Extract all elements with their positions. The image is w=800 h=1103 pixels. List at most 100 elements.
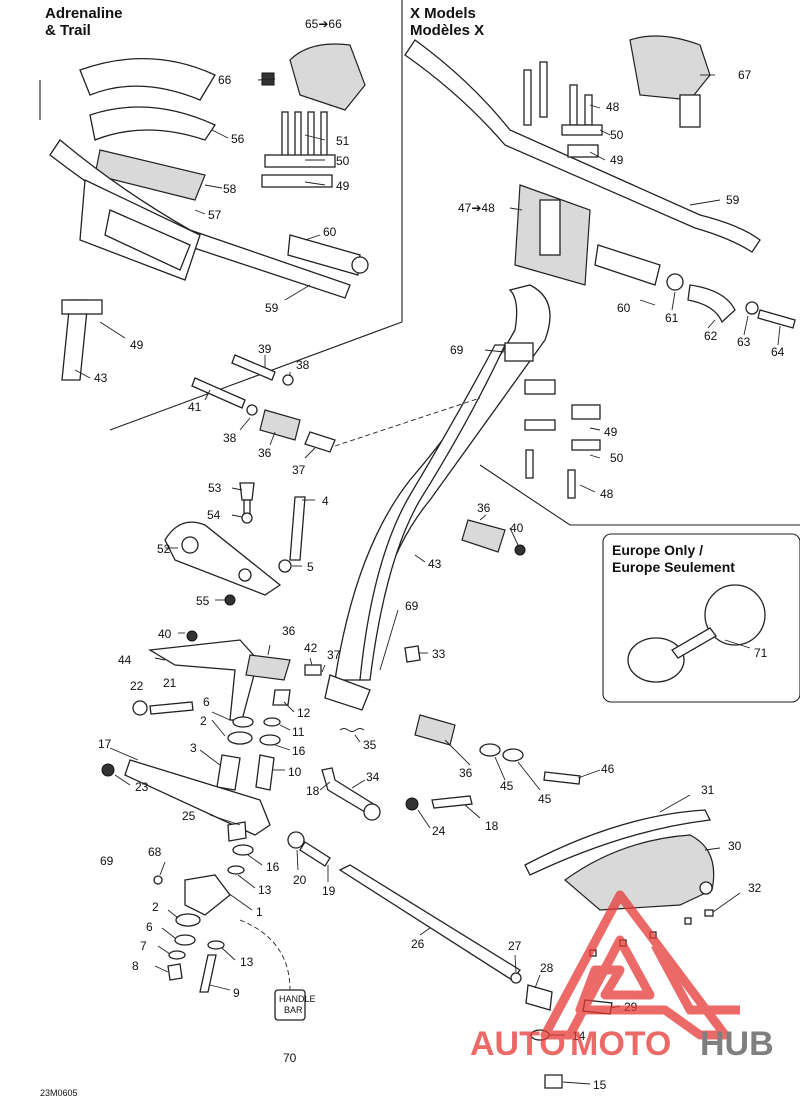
label-36-a: 36	[258, 446, 272, 460]
bolt-part-46	[543, 771, 581, 785]
label-41: 41	[188, 400, 202, 414]
bolt-part-18	[431, 795, 473, 809]
washer-part-6-lower	[174, 934, 196, 946]
bushing-part-36-top	[259, 409, 301, 441]
bushing-part-28	[525, 984, 553, 1011]
spacer-part-37	[304, 431, 336, 453]
label-37-a: 37	[292, 463, 306, 477]
screw-part-32	[704, 909, 714, 917]
pad-cover-part-56	[79, 58, 216, 101]
label-26: 26	[411, 937, 425, 951]
bolts-part-51	[281, 111, 328, 158]
label-4: 4	[322, 494, 329, 508]
bushing-part-36-mid	[461, 519, 506, 553]
label-38-a: 38	[296, 358, 310, 372]
label-31: 31	[701, 783, 715, 797]
label-44: 44	[118, 653, 132, 667]
label-16-a: 16	[292, 744, 306, 758]
screw-part-64	[757, 309, 796, 329]
grip-part-60	[287, 234, 361, 276]
label-2-a: 2	[200, 714, 207, 728]
label-50-c: 50	[610, 451, 624, 465]
bolt-part-48-lower-a	[525, 449, 534, 479]
label-69-a: 69	[450, 343, 464, 357]
bolt-part-48-lower-b	[567, 469, 576, 499]
bushing-part-2	[227, 731, 253, 745]
label-12: 12	[297, 706, 311, 720]
label-40-b: 40	[158, 627, 172, 641]
label-39: 39	[258, 342, 272, 356]
nut-part-8	[167, 963, 183, 981]
label-43-b: 43	[428, 557, 442, 571]
label-18-a: 18	[306, 784, 320, 798]
label-27: 27	[508, 939, 522, 953]
washer-part-61	[666, 273, 684, 291]
clamp-part-49-x	[567, 144, 599, 158]
label-70: 70	[283, 1051, 297, 1065]
label-38-b: 38	[223, 431, 237, 445]
label-47-48: 47➔48	[458, 201, 495, 215]
lower-bracket-part-37	[324, 674, 371, 711]
section-title-x-models: X Models	[410, 5, 476, 22]
bolt-part-21	[149, 701, 194, 715]
boot-assembly	[524, 809, 715, 957]
label-17: 17	[98, 737, 112, 751]
lower-left-assembly: HANDLE BAR	[101, 482, 581, 1021]
pivot-arm-part-1	[184, 874, 231, 916]
bushing-part-16	[259, 734, 281, 746]
label-7: 7	[140, 939, 147, 953]
washer-part-11	[263, 717, 281, 727]
label-51: 51	[336, 134, 350, 148]
arm-part-25	[124, 759, 271, 836]
grease-fitting-part-68	[153, 875, 163, 885]
washer-part-63	[745, 301, 759, 315]
label-66: 66	[218, 73, 232, 87]
bolt-part-48-b	[539, 61, 548, 118]
label-58: 58	[223, 182, 237, 196]
bolt-part-9	[199, 954, 217, 993]
label-67: 67	[738, 68, 752, 82]
label-19: 19	[322, 884, 336, 898]
automotohub-watermark: AUTO MOTO HUB	[470, 890, 774, 1063]
label-49-b: 49	[130, 338, 144, 352]
section-title-europe-seulement: Europe Seulement	[612, 559, 735, 575]
label-40-a: 40	[510, 521, 524, 535]
washer-part-13-a	[227, 865, 245, 875]
label-59-a: 59	[265, 301, 279, 315]
label-28: 28	[540, 961, 554, 975]
spacer-part-10	[255, 754, 275, 791]
europe-part-71	[627, 584, 766, 683]
foam-pad-part-56	[89, 106, 216, 141]
part-labels: 65➔66 66 56 51 50 49 58 57 60 59 49 43 6…	[94, 17, 785, 1092]
spacer-part-42	[304, 664, 322, 676]
bushing-part-2-lower	[175, 913, 201, 927]
label-54: 54	[207, 508, 221, 522]
clamp-part-50-x	[561, 124, 603, 136]
label-55: 55	[196, 594, 210, 608]
washer-part-45-b	[502, 748, 524, 762]
label-13-a: 13	[258, 883, 272, 897]
mid-fasteners	[191, 354, 481, 453]
washer-part-13-b	[207, 940, 225, 950]
bolt-part-41	[191, 377, 246, 409]
label-71: 71	[754, 646, 768, 660]
label-9: 9	[233, 986, 240, 1000]
washer-part-27	[510, 972, 522, 984]
nut-part-55	[224, 594, 236, 606]
tag-text-line2: BAR	[284, 1005, 303, 1015]
label-45-b: 45	[538, 792, 552, 806]
label-36-c: 36	[282, 624, 296, 638]
nut-part-12	[272, 689, 291, 706]
washer-part-7	[168, 950, 186, 960]
washer-part-54	[241, 512, 253, 524]
clamp-part-50	[264, 154, 336, 168]
watermark-logo-mark	[540, 890, 730, 1040]
foam-block-part-58	[94, 149, 206, 201]
label-36-b: 36	[477, 501, 491, 515]
label-52: 52	[157, 542, 171, 556]
label-43-a: 43	[94, 371, 108, 385]
bushing-part-36-lower	[245, 654, 291, 681]
bar-end-part-62	[687, 284, 736, 324]
cover-part-65	[289, 43, 366, 111]
label-6-b: 6	[146, 920, 153, 934]
